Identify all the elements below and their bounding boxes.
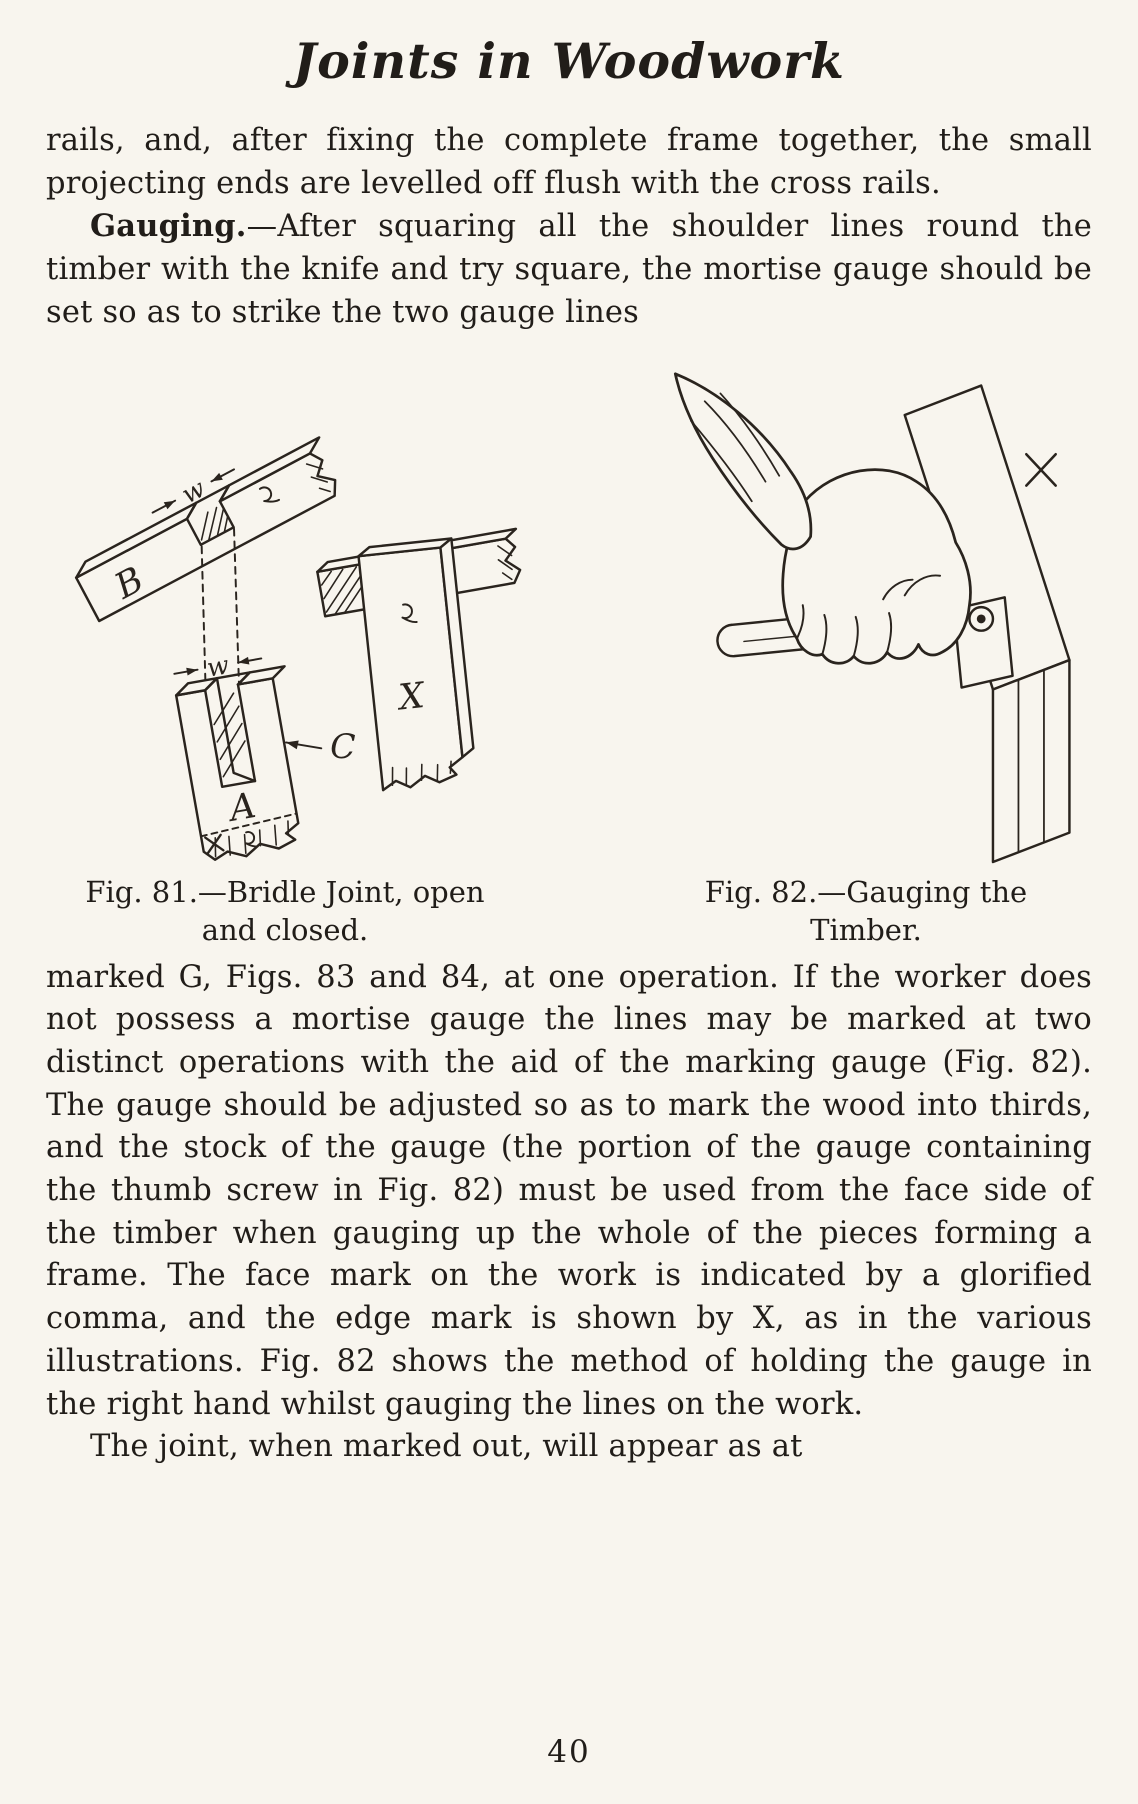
fig82-hand bbox=[781, 468, 972, 666]
fig81-w-label-top: w bbox=[177, 474, 211, 511]
fig82-x-mark bbox=[1025, 453, 1057, 488]
fig82-illustration bbox=[673, 372, 1071, 864]
figure-81: w B A bbox=[46, 364, 524, 948]
paragraph-2-lead: Gauging. bbox=[90, 208, 247, 245]
fig81-post-closed: X bbox=[357, 537, 475, 792]
fig81-caption-line1: Fig. 81.—Bridle Joint, open bbox=[85, 875, 485, 910]
fig81-caption-line2: and closed. bbox=[201, 912, 369, 947]
fig82-caption: Fig. 82.—Gauging the Timber. bbox=[705, 874, 1027, 948]
page-title: Joints in Woodwork bbox=[293, 32, 845, 90]
paragraph-1-text: rails, and, after fixing the complete fr… bbox=[46, 123, 1092, 201]
fig81-label-x: X bbox=[394, 675, 428, 719]
paragraph-4: The joint, when marked out, will appear … bbox=[46, 1426, 1092, 1469]
fig81-caption: Fig. 81.—Bridle Joint, open and closed. bbox=[85, 874, 484, 948]
paragraph-3-text: marked G, Figs. 83 and 84, at one operat… bbox=[46, 959, 1092, 1422]
paragraph-1: rails, and, after fixing the complete fr… bbox=[46, 120, 1092, 205]
figures-row: w B A bbox=[46, 364, 1092, 948]
fig81-label-c: C bbox=[330, 728, 356, 767]
paragraph-3: marked G, Figs. 83 and 84, at one operat… bbox=[46, 957, 1092, 1427]
page-number: 40 bbox=[547, 1734, 591, 1770]
fig81-beam-b: w B bbox=[74, 436, 337, 623]
paragraph-2: Gauging.—After squaring all the shoulder… bbox=[46, 205, 1092, 334]
fig81-illustration: w B A bbox=[74, 436, 522, 862]
paragraph-4-text: The joint, when marked out, will appear … bbox=[90, 1429, 803, 1465]
paragraph-2-text: —After squaring all the shoulder lines r… bbox=[46, 209, 1092, 330]
fig81-projection-lines bbox=[200, 528, 240, 690]
fig82-sleeve bbox=[673, 372, 813, 551]
fig81-w-label-bottom: w bbox=[205, 651, 232, 684]
fig81-post-a: A w bbox=[173, 651, 300, 862]
figure-82: Fig. 82.—Gauging the Timber. bbox=[640, 364, 1092, 948]
fig82-caption-line1: Fig. 82.—Gauging the bbox=[704, 875, 1028, 910]
fig82-caption-line2: Timber. bbox=[810, 912, 922, 947]
